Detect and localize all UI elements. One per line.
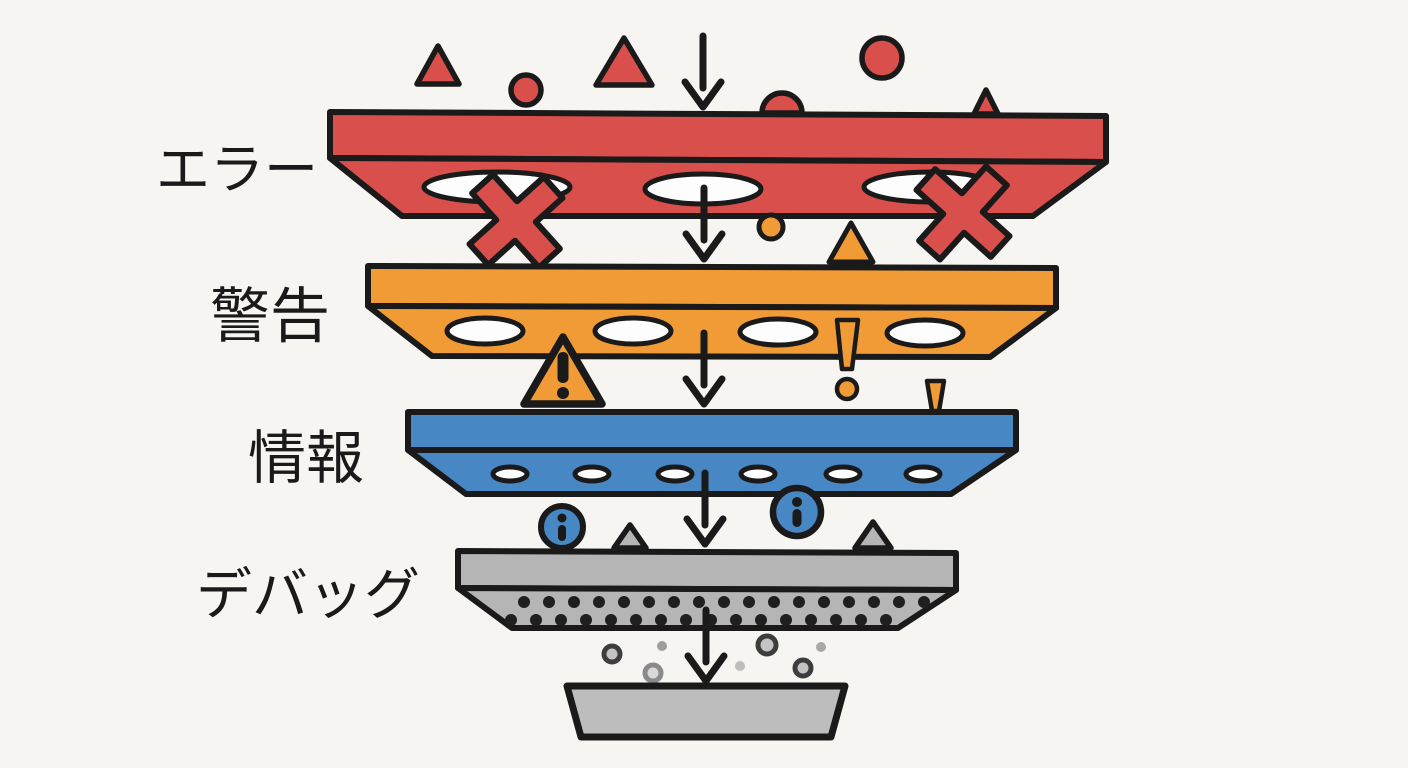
info-layer-underside bbox=[405, 447, 1019, 497]
falling-triangle-icon bbox=[611, 522, 649, 551]
error-layer-band bbox=[327, 109, 1109, 165]
info-filter-layer bbox=[405, 409, 1019, 497]
debug-particle bbox=[601, 643, 623, 665]
debug-mesh-dot bbox=[643, 596, 655, 608]
falling-circle-icon bbox=[859, 35, 905, 81]
debug-level-label: デバッグ bbox=[196, 563, 420, 626]
sieve-hole bbox=[884, 317, 966, 349]
sieve-hole bbox=[490, 464, 530, 484]
sieve-hole bbox=[592, 315, 674, 347]
debug-mesh-dot bbox=[818, 596, 830, 608]
debug-mesh-dot bbox=[830, 614, 842, 626]
debug-mesh-dot bbox=[568, 596, 580, 608]
debug-particles bbox=[601, 633, 826, 684]
falling-dome-icon bbox=[759, 90, 805, 116]
sieve-hole bbox=[655, 464, 695, 484]
debug-mesh-dot bbox=[630, 614, 642, 626]
debug-mesh-dot bbox=[918, 596, 930, 608]
error-x-icon bbox=[913, 163, 1013, 263]
debug-mesh-dots bbox=[505, 596, 930, 626]
debug-mesh-dot bbox=[655, 614, 667, 626]
error-level-label: エラー bbox=[156, 140, 318, 200]
debug-mesh-dot bbox=[793, 596, 805, 608]
debug-filter-layer bbox=[455, 548, 959, 631]
debug-mesh-dot bbox=[593, 596, 605, 608]
incoming-log-shapes bbox=[414, 35, 1001, 117]
debug-mesh-dot bbox=[880, 614, 892, 626]
debug-mesh-dot bbox=[618, 596, 630, 608]
warning-exclamation-icon bbox=[834, 317, 861, 402]
info-layer-band bbox=[405, 409, 1019, 453]
sieve-hole bbox=[903, 464, 943, 484]
debug-layer-band bbox=[455, 548, 959, 593]
sieve-hole bbox=[823, 464, 863, 484]
falling-circle-icon bbox=[756, 212, 786, 242]
info-icon bbox=[538, 503, 586, 551]
debug-mesh-dot bbox=[505, 614, 517, 626]
sieve-hole bbox=[738, 464, 778, 484]
debug-mesh-dot bbox=[805, 614, 817, 626]
sieve-hole bbox=[444, 315, 526, 347]
debug-mesh-dot bbox=[755, 614, 767, 626]
falling-triangle-icon bbox=[826, 220, 876, 265]
debug-mesh-dot bbox=[543, 596, 555, 608]
debug-mesh-dot bbox=[718, 596, 730, 608]
debug-mesh-dot bbox=[855, 614, 867, 626]
debug-mesh-dot bbox=[580, 614, 592, 626]
debug-particle bbox=[642, 662, 664, 684]
debug-mesh-dot bbox=[668, 596, 680, 608]
sieve-hole bbox=[572, 464, 612, 484]
falling-circle-icon bbox=[508, 72, 544, 108]
debug-mesh-dot bbox=[743, 596, 755, 608]
debug-mesh-dot bbox=[730, 614, 742, 626]
debug-particle bbox=[735, 661, 745, 671]
debug-particle bbox=[792, 657, 814, 679]
debug-mesh-dot bbox=[555, 614, 567, 626]
debug-mesh-dot bbox=[605, 614, 617, 626]
falling-triangle-icon bbox=[414, 43, 462, 87]
debug-mesh-dot bbox=[868, 596, 880, 608]
warning-triangle-icon bbox=[520, 333, 606, 408]
collection-tray bbox=[563, 682, 849, 741]
debug-mesh-dot bbox=[530, 614, 542, 626]
debug-particle bbox=[657, 641, 667, 651]
info-level-label: 情報 bbox=[248, 426, 364, 491]
debug-particle bbox=[816, 642, 826, 652]
warning-layer-underside bbox=[365, 303, 1059, 360]
debug-particle bbox=[755, 633, 779, 657]
info-icon bbox=[769, 484, 825, 540]
debug-mesh-dot bbox=[680, 614, 692, 626]
debug-mesh-dot bbox=[518, 596, 530, 608]
warning-layer-band bbox=[365, 263, 1059, 311]
warning-filter-layer bbox=[365, 263, 1059, 414]
debug-mesh-dot bbox=[893, 596, 905, 608]
warning-exclamation-icon bbox=[924, 378, 947, 414]
debug-mesh-dot bbox=[843, 596, 855, 608]
debug-mesh-dot bbox=[768, 596, 780, 608]
falling-triangle-icon bbox=[852, 519, 894, 551]
sieve-hole bbox=[737, 316, 819, 348]
debug-mesh-dot bbox=[693, 596, 705, 608]
debug-mesh-dot bbox=[780, 614, 792, 626]
falling-triangle-icon bbox=[593, 35, 655, 88]
warning-level-label: 警告 bbox=[210, 283, 330, 350]
